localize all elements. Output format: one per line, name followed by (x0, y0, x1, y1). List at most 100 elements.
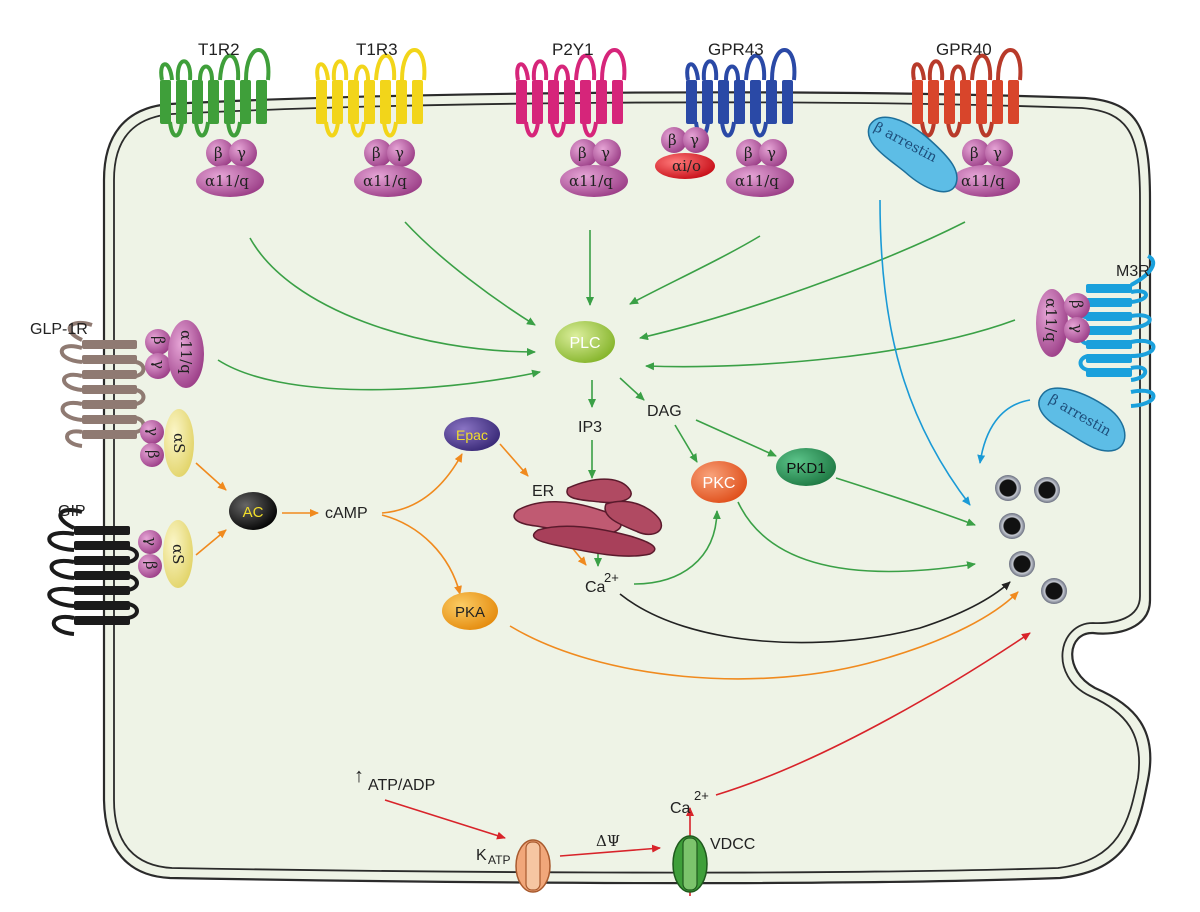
arrow-pka-vesicles (509, 591, 1019, 680)
gprotein-gpr40: β γ α11/q (952, 139, 1020, 197)
ac-label: AC (243, 504, 264, 521)
alpha-io-label: αi/o (672, 157, 701, 175)
atp-adp-label: ↑ ATP/ADP (354, 765, 435, 794)
alpha-q-label: α11/q (1042, 298, 1060, 342)
t1r3-receptor: T1R3 (315, 40, 427, 138)
gprotein-p2y1: β γ α11/q (560, 139, 628, 197)
ca-influx-label: Ca 2+ (670, 788, 709, 817)
beta-label: β (578, 144, 587, 162)
gprotein-t1r3: β γ α11/q (354, 139, 422, 197)
gprotein-glp1r-q: β γ α11/q (145, 320, 204, 388)
arrow-gip-ac (195, 529, 227, 556)
m3r-label: M3R (1116, 263, 1150, 280)
ca-label: Ca (585, 579, 606, 596)
arrow-m3r-arrestin-vesicles (977, 399, 1031, 464)
beta-label: β (668, 131, 677, 149)
k-label: K (476, 847, 487, 864)
orange-arrows (195, 443, 1019, 680)
t1r2-label: T1R2 (198, 40, 240, 59)
beta-label: β (150, 336, 168, 345)
plc-label: PLC (569, 335, 600, 352)
beta-label: β (144, 450, 162, 459)
t1r3-label: T1R3 (356, 40, 398, 59)
alpha-q-label: α11/q (569, 172, 613, 190)
beta-label: β (214, 144, 223, 162)
gamma-label: γ (395, 144, 404, 162)
alpha-q-label: α11/q (735, 172, 779, 190)
vdcc-label: VDCC (710, 836, 755, 853)
delta-psi-label: ΔΨ (596, 832, 620, 850)
pkc-node: PKC (691, 461, 747, 503)
green-arrows (217, 221, 1016, 585)
glp1r-label: GLP-1R (30, 321, 88, 338)
camp-label: cAMP (325, 505, 368, 522)
beta-label: β (372, 144, 381, 162)
gip-label: GIP (58, 503, 86, 520)
pka-label: PKA (455, 604, 485, 621)
insulin-granules (995, 475, 1067, 604)
ca-charge: 2+ (694, 788, 709, 803)
arrow-glp1r-ac (195, 462, 227, 491)
arrow-pkc-vesicles (737, 501, 976, 573)
gamma-label: γ (150, 360, 168, 369)
gamma-label: γ (1068, 324, 1086, 333)
arrow-m3r-plc (645, 319, 1016, 371)
er-organelle: ER (513, 478, 663, 557)
granule (1034, 477, 1060, 503)
arrow-gpr40-plc (639, 221, 966, 341)
granule (1009, 551, 1035, 577)
arrow-glp1r-plc (217, 359, 541, 391)
gip-receptor: GIP (47, 503, 139, 636)
gamma-label: γ (237, 144, 246, 162)
vdcc-channel: VDCC (672, 835, 755, 893)
alpha-q-label: α11/q (205, 172, 249, 190)
ca-cytosol-label: Ca 2+ (585, 570, 619, 596)
alpha-q-label: α11/q (177, 330, 195, 374)
other-arrows (384, 199, 1031, 896)
beta-label: β (142, 561, 160, 570)
gamma-label: γ (601, 144, 610, 162)
gamma-label: γ (144, 427, 162, 436)
ca-label: Ca (670, 800, 691, 817)
gprotein-t1r2: β γ α11/q (196, 139, 264, 197)
gprotein-gpr43-io: β γ αi/o (655, 127, 715, 179)
ip3-label: IP3 (578, 419, 602, 436)
alpha-s-label: αS (170, 433, 188, 453)
gprotein-m3r: α11/q β γ (1036, 289, 1090, 357)
gpr43-receptor: GPR43 (685, 40, 797, 138)
beta-label: β (1068, 300, 1086, 309)
beta-label: β (744, 144, 753, 162)
arrow-t1r3-plc (404, 221, 536, 326)
alpha-q-label: α11/q (363, 172, 407, 190)
glp1r-receptor: GLP-1R (30, 320, 146, 448)
pkd1-label: PKD1 (786, 460, 825, 477)
arrow-katp-vdcc (559, 844, 661, 857)
atp-adp-text: ATP/ADP (368, 777, 435, 794)
gprotein-glp1r-s: γ β αS (140, 409, 194, 477)
gamma-label: γ (993, 144, 1002, 162)
epac-node: Epac (444, 417, 500, 451)
arrow-ca-vesicles (619, 581, 1011, 644)
arrow-gpr43-plc (629, 235, 761, 305)
cell-inner-membrane (113, 101, 1141, 874)
p2y1-receptor: P2Y1 (515, 40, 627, 138)
arrow-camp-epac (381, 453, 463, 514)
arrow-ca-influx (715, 632, 1031, 796)
k-atp-subscript: ATP (488, 853, 510, 867)
up-arrow: ↑ (354, 765, 364, 787)
arrow-ca-pkc (633, 510, 721, 585)
arrow-camp-pka (381, 514, 462, 595)
gpr43-label: GPR43 (708, 40, 764, 59)
arrow-t1r2-plc (249, 237, 536, 356)
gpr40-receptor: GPR40 (911, 40, 1023, 138)
gamma-label: γ (690, 131, 699, 149)
pkc-label: PKC (703, 475, 736, 492)
arrow-atp-katp (384, 799, 506, 840)
ac-node: AC (229, 492, 277, 530)
dag-label: DAG (647, 403, 682, 420)
gprotein-gpr43-q: β γ α11/q (726, 139, 794, 197)
beta-label: β (970, 144, 979, 162)
arrow-gpr40-arrestin-vesicles (879, 199, 971, 506)
granule (995, 475, 1021, 501)
